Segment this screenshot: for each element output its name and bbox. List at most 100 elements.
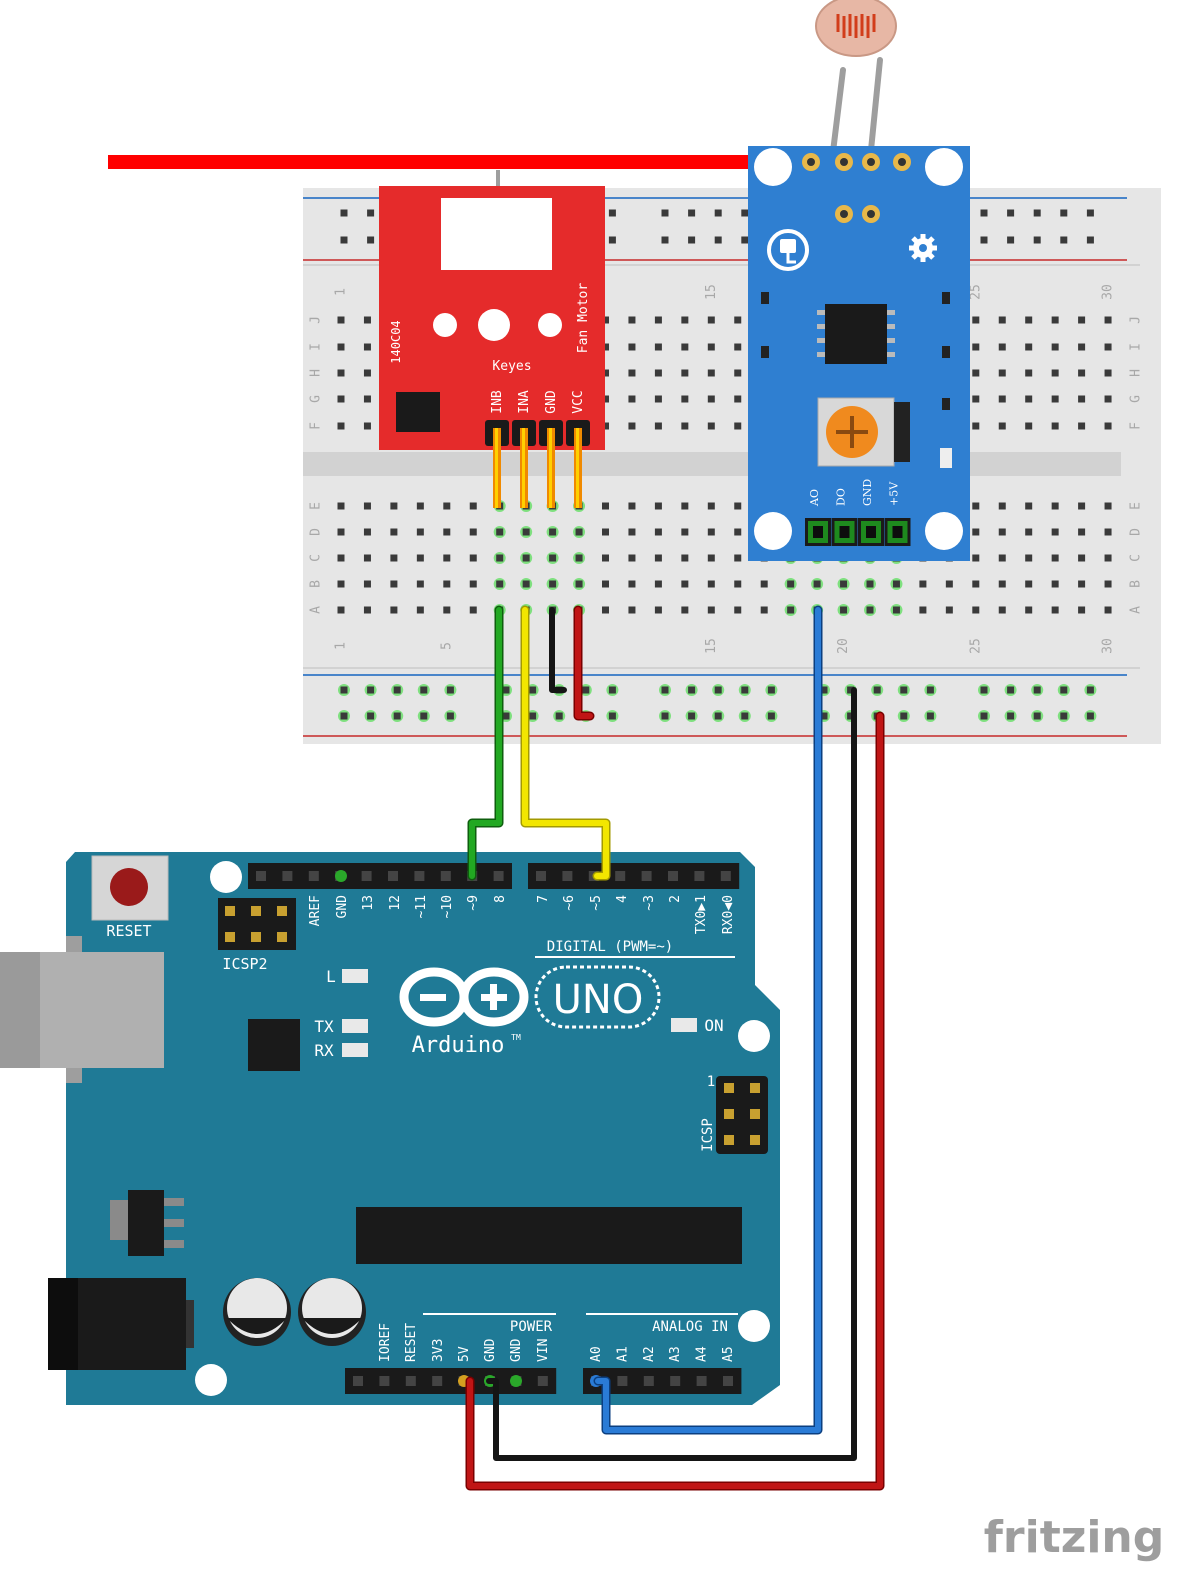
column-number: 30 — [1101, 284, 1116, 300]
row-letter: A — [309, 606, 324, 614]
breadboard-hole — [363, 580, 371, 588]
rail-hole — [741, 686, 749, 694]
digital-header-pin[interactable] — [282, 871, 293, 881]
rail-hole — [980, 686, 988, 694]
digital-pin-label: 2 — [668, 895, 683, 903]
digital-header-pin[interactable] — [720, 871, 731, 881]
digital-header-pin[interactable] — [256, 871, 266, 881]
row-letter: J — [309, 316, 324, 324]
digital-header-pin[interactable] — [361, 871, 372, 881]
digital-header-pin[interactable] — [536, 871, 546, 881]
breadboard-hole — [1051, 554, 1059, 562]
breadboard-hole — [1025, 528, 1033, 536]
smd-component — [761, 346, 769, 358]
breadboard-hole — [337, 606, 345, 614]
rail-hole — [714, 686, 722, 694]
fan-mount-hole-center — [478, 309, 510, 341]
digital-header-pin[interactable] — [493, 871, 504, 881]
rail-hole — [502, 686, 510, 694]
smd-component — [761, 292, 769, 304]
rail-hole — [446, 686, 454, 694]
chip-leg — [817, 310, 825, 315]
digital-header-pin[interactable] — [694, 871, 705, 881]
rail-hole — [980, 236, 988, 244]
analog-header-pin[interactable] — [643, 1376, 654, 1386]
breadboard-hole — [602, 502, 609, 510]
power-header-pin[interactable] — [353, 1376, 363, 1386]
rail-hole — [926, 712, 934, 720]
breadboard-hole — [1104, 395, 1112, 403]
breadboard-hole — [1051, 502, 1059, 510]
breadboard-hole — [866, 606, 874, 614]
arduino-mount-hole — [738, 1020, 770, 1052]
digital-header-pin[interactable] — [414, 871, 425, 881]
breadboard-hole — [496, 580, 504, 588]
breadboard-hole — [363, 554, 371, 562]
led-rx — [342, 1043, 368, 1057]
breadboard-hole — [681, 316, 689, 324]
breadboard-hole — [469, 606, 477, 614]
breadboard-hole — [1025, 554, 1033, 562]
digital-pin-label: 8 — [493, 895, 508, 903]
digital-pin-label: 4 — [615, 895, 630, 903]
breadboard-hole — [919, 606, 927, 614]
breadboard-hole — [628, 369, 636, 377]
breadboard-hole — [654, 528, 662, 536]
chip-leg — [817, 324, 825, 329]
analog-header-pin[interactable] — [696, 1376, 707, 1386]
black-wire — [486, 687, 857, 1461]
power-header-pin[interactable] — [379, 1376, 390, 1386]
breadboard-hole — [1025, 369, 1033, 377]
icsp-header — [716, 1076, 768, 1154]
analog-header-pin[interactable] — [723, 1376, 733, 1386]
sensor-pin-label: AO — [808, 489, 821, 507]
analog-header-pin[interactable] — [617, 1376, 628, 1386]
breadboard-hole — [337, 395, 345, 403]
power-pin-label: GND — [483, 1338, 498, 1362]
digital-header-pin[interactable] — [615, 871, 626, 881]
power-header-pin[interactable] — [405, 1376, 416, 1386]
power-header-housing — [345, 1368, 557, 1394]
analog-header-pin[interactable] — [670, 1376, 681, 1386]
row-letter: F — [1129, 422, 1144, 430]
breadboard-hole — [760, 606, 768, 614]
column-number: 15 — [704, 638, 719, 654]
digital-header-pin[interactable] — [388, 871, 398, 881]
breadboard-hole — [654, 502, 662, 510]
digital-header-pin[interactable] — [641, 871, 652, 881]
breadboard-hole — [1025, 422, 1033, 430]
breadboard-hole — [998, 528, 1006, 536]
rail-hole — [820, 686, 828, 694]
breadboard-hole — [363, 528, 371, 536]
breadboard-hole — [363, 369, 371, 377]
power-header-pin[interactable] — [432, 1376, 443, 1386]
arduino-pcb — [66, 852, 780, 1405]
breadboard-hole — [998, 422, 1006, 430]
fan-pin-label: INA — [517, 390, 532, 414]
breadboard-hole — [549, 580, 557, 588]
digital-header-pin[interactable] — [308, 871, 319, 881]
power-pin-label: RESET — [404, 1323, 419, 1362]
rail-hole — [873, 686, 881, 694]
column-number: 25 — [968, 284, 983, 300]
rail-hole — [1060, 236, 1068, 244]
rail-hole — [340, 209, 348, 217]
power-header-pin[interactable] — [537, 1376, 548, 1386]
rail-hole — [661, 712, 669, 720]
breadboard-hole — [681, 502, 689, 510]
rail-hole — [529, 712, 537, 720]
digital-pin-label: 7 — [536, 895, 551, 903]
breadboard-hole — [628, 528, 636, 536]
sensor-pin-label: DO — [835, 488, 848, 506]
digital-header-pin[interactable] — [562, 871, 573, 881]
reset-button[interactable] — [91, 855, 169, 921]
chip-leg — [887, 310, 895, 315]
digital-header-pin[interactable] — [668, 871, 678, 881]
digital-pin-label: ~9 — [466, 895, 481, 911]
digital-header-pin[interactable] — [440, 871, 451, 881]
rail-hole — [608, 686, 616, 694]
breadboard-hole — [496, 528, 504, 536]
breadboard-hole — [628, 422, 636, 430]
rail-hole — [1060, 686, 1068, 694]
